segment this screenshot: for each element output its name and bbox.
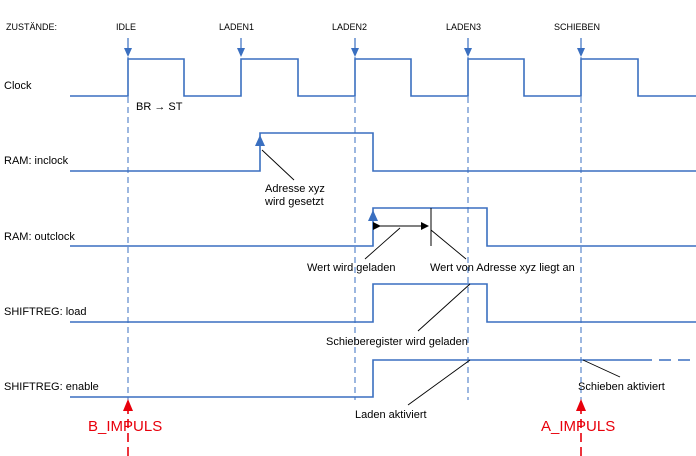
annotation-schieberegister: Schieberegister wird geladen [326,336,468,348]
annotation-schieben-aktiviert: Schieben aktiviert [578,381,665,393]
signal-label-ram-inclock: RAM: inclock [4,155,69,167]
annotation-address-line1: Adresse xyz [265,183,325,195]
waveform-shiftreg-load [70,283,696,323]
annotation-pointer-schieberegister [417,283,471,332]
state-label-idle: IDLE [116,22,136,32]
state-label-schieben: SCHIEBEN [554,22,600,32]
annotation-pointer-address [261,149,295,181]
waveform-shiftreg-enable [70,359,640,398]
state-label-laden3: LADEN3 [446,22,481,32]
a-impuls-arrow [576,399,586,456]
waveform-clock [70,58,696,97]
state-guide-lines [127,57,582,400]
state-markers [124,38,585,57]
annotation-wert-geladen: Wert wird geladen [307,262,395,274]
outclock-edge-arrow [368,210,378,221]
annotation-pointer-wert-geladen [364,227,401,260]
signal-label-shiftreg-load: SHIFTREG: load [4,306,87,318]
state-label-laden1: LADEN1 [219,22,254,32]
annotation-laden-aktiviert: Laden aktiviert [355,409,427,421]
waveform-ram-inclock [70,132,696,172]
b-impuls-label: B_IMPULS [88,418,162,435]
annotation-address-line2: wird gesetzt [264,196,324,208]
waveform-ram-outclock [70,207,696,247]
annotation-pointer-laden-aktiviert [407,359,471,406]
states-header-label: ZUSTÄNDE: [6,22,57,32]
signal-label-clock: Clock [4,80,32,92]
signal-label-ram-outclock: RAM: outclock [4,231,75,243]
annotation-pointer-wert-adresse [430,229,467,260]
annotation-br-st: BR → ST [136,101,183,113]
signal-label-shiftreg-enable: SHIFTREG: enable [4,381,99,393]
annotation-pointer-schieben-aktiviert [582,359,621,378]
inclock-edge-arrow [255,135,265,146]
a-impuls-label: A_IMPULS [541,418,615,435]
b-impuls-arrow [123,399,133,456]
state-label-laden2: LADEN2 [332,22,367,32]
annotation-wert-adresse: Wert von Adresse xyz liegt an [430,262,575,274]
